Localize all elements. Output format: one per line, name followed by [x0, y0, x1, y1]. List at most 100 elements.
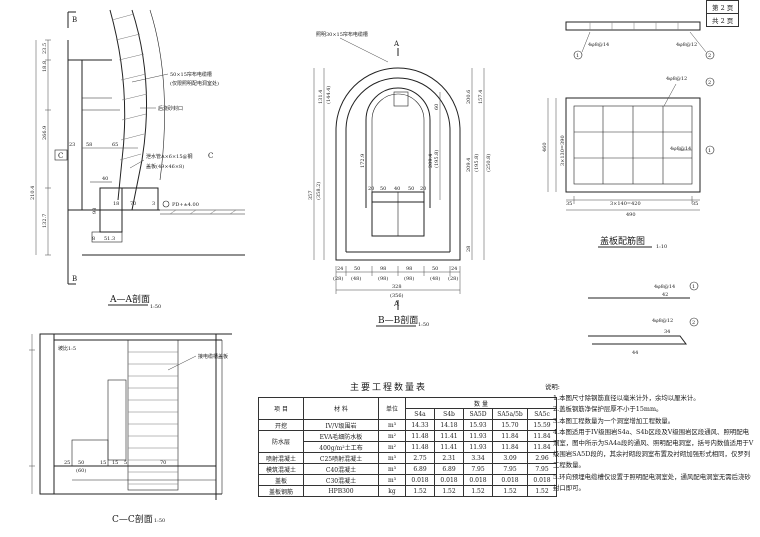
aa-dim-58: 58	[86, 142, 92, 148]
aa-dim-8: 8	[92, 236, 95, 242]
cc-dim-4: 15	[100, 460, 106, 466]
aa-dim-40: 40	[102, 176, 108, 182]
cell-value: 6.89	[405, 463, 435, 475]
rebar-detail-2-marker: 2	[692, 320, 695, 326]
bb-dim-right-4: 209.4	[466, 158, 472, 172]
bb-dim-right-1: 60	[434, 104, 440, 110]
cell-value: 11.93	[463, 441, 493, 453]
cell-value: 11.48	[405, 441, 435, 453]
cell-material: C30混凝土	[303, 474, 379, 486]
cell-value: 11.84	[492, 430, 528, 442]
notes-block: 说明: 1.本图尺寸除钢筋直径以毫米计外，余均以厘米计。 2.盖板钢筋净保护层厚…	[545, 382, 755, 494]
table-row: 400g/m²土工布 m² 11.48 11.41 11.93 11.84 11…	[259, 441, 557, 453]
cell-unit: kg	[378, 485, 406, 497]
cell-value: 0.018	[434, 474, 464, 486]
subheader: S4a	[405, 408, 435, 420]
header-item: 项 目	[258, 397, 304, 420]
aa-label-b-bottom: B	[72, 275, 77, 283]
page-total: 共 2 页	[705, 13, 740, 27]
rebar-dim-side-right: 35	[692, 201, 698, 207]
page-current: 第 2 页	[705, 0, 740, 14]
bb-dim-left-2: (144.4)	[325, 86, 332, 104]
notes-title: 说明:	[545, 383, 560, 391]
cell-material: EVA毛细防水板	[303, 430, 379, 442]
cell-value: 0.018	[463, 474, 493, 486]
aa-dim-left-3: 266.9	[42, 126, 48, 140]
aa-title: A—A剖面	[109, 293, 150, 305]
cc-scale: 1:50	[154, 518, 165, 524]
cell-unit: m²	[378, 430, 406, 442]
cell-value: 7.95	[492, 463, 528, 475]
bb-dim-b6: 24	[451, 266, 457, 272]
header-quantity: 数 量	[405, 397, 557, 409]
cell-unit: m³	[378, 452, 406, 464]
cell-value: 11.93	[463, 430, 493, 442]
aa-callout-grout: 后浇砂封口	[158, 105, 183, 112]
rebar-plan: 4φ8@14 4φ8@12 1 2 4φ8@12 2 4φ8@14 1 460 …	[542, 21, 715, 356]
cell-material: C25喷射混凝土	[303, 452, 379, 464]
note-item: 4.本图适用于IV级围岩S4a、S4b区段及V级围岩区段通风、照明配电洞室，图中…	[553, 427, 754, 470]
rebar-title: 盖板配筋图	[600, 235, 645, 247]
rebar-label-top-1: 4φ8@14	[588, 41, 609, 48]
bb-dim-b6-alt: (28)	[448, 275, 458, 282]
subheader: SA5D	[463, 408, 493, 420]
cell-material: 400g/m²土工布	[303, 441, 379, 453]
subheader: S4b	[434, 408, 464, 420]
rebar-detail-1-marker: 1	[692, 284, 695, 290]
bb-dim-total: 328	[392, 284, 402, 290]
cc-title: C—C剖面	[112, 513, 153, 525]
bb-dim-inner-1: 20	[368, 186, 374, 192]
table-row: 模筑混凝土 C40混凝土 m³ 6.89 6.89 7.95 7.95 7.95	[258, 463, 557, 475]
rebar-dim-total: 490	[626, 212, 636, 218]
rebar-detail-2-label: 4φ8@12	[652, 317, 673, 324]
rebar-dim-height-inner: 3×130=390	[560, 135, 566, 166]
aa-dim-65: 65	[112, 142, 118, 148]
bb-dim-b5-alt: (48)	[430, 275, 440, 282]
aa-dim-70: 70	[130, 201, 136, 207]
note-item: 2.盖板钢筋净保护层厚不小于15mm。	[553, 405, 663, 414]
bb-dim-b5: 50	[432, 266, 438, 272]
quantity-table: 项 目 材 料 单位 数 量 S4a S4b SA5D SA5a/5b SA5c…	[258, 397, 557, 497]
rebar-dim-height: 460	[542, 142, 548, 152]
bb-dim-b1-alt: (28)	[333, 275, 343, 282]
cell-value: 1.52	[492, 485, 528, 497]
bb-label-a-bottom: A	[393, 300, 400, 308]
cell-item: 盖板	[258, 474, 304, 486]
cell-unit: m³	[378, 419, 406, 431]
cell-material: HPB300	[303, 485, 379, 497]
aa-callout-cable-trench-sub: (仅限照明配电洞室处)	[170, 80, 219, 87]
bb-title: B—B剖面	[378, 314, 418, 326]
cell-value: 11.48	[405, 430, 435, 442]
aa-dim-left-4: 210.4	[30, 186, 36, 200]
bb-dim-right-6: (250.8)	[485, 154, 492, 172]
aa-label-b-top: B	[72, 16, 77, 24]
cell-value: 1.52	[463, 485, 493, 497]
bb-dim-b2: 50	[354, 266, 360, 272]
aa-callout-cable-trench: 50×15帘布电缆槽	[170, 71, 212, 78]
cell-value: 0.018	[405, 474, 435, 486]
bb-dim-left-3: 357	[308, 190, 314, 200]
cell-material: IV/V级围岩	[303, 419, 379, 431]
rebar-dim-inner: 3×140=420	[610, 201, 641, 207]
aa-label-c-left: C	[58, 152, 63, 160]
rebar-scale: 1:10	[656, 244, 667, 250]
bb-dim-b1: 24	[337, 266, 343, 272]
aa-dim-left-2: 18.8	[42, 61, 48, 72]
cell-value: 1.52	[527, 485, 557, 497]
bb-dim-inner-4: 50	[408, 186, 414, 192]
cell-unit: m³	[378, 474, 406, 486]
rebar-label-plan-1: 4φ8@14	[670, 145, 691, 152]
aa-dim-23: 23	[69, 142, 75, 148]
rebar-dim-side-left: 35	[566, 201, 572, 207]
rebar-label-plan-2: 4φ8@12	[666, 75, 687, 82]
section-bb: A 照明30×15帘布电缆槽 20 50 40 50 20 24 50	[308, 31, 492, 328]
aa-pd-label: PD+±4.00	[172, 202, 199, 208]
bb-dim-inner-3: 40	[394, 186, 400, 192]
bb-dim-inner-2: 50	[380, 186, 386, 192]
rebar-label-top-2: 4φ8@12	[676, 41, 697, 48]
header-material: 材 料	[303, 397, 379, 420]
cell-value: 15.70	[492, 419, 528, 431]
cell-value: 6.89	[434, 463, 464, 475]
cell-value: 7.95	[463, 463, 493, 475]
